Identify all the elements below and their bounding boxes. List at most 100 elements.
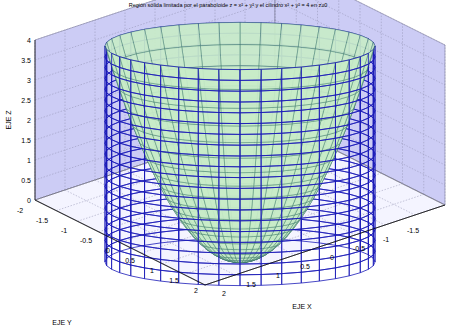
paraboloid-patch — [182, 46, 203, 68]
cylinder-patch — [282, 240, 302, 252]
grid-line — [78, 141, 318, 221]
grid-line — [381, 13, 382, 173]
cylinder-patch — [179, 78, 199, 90]
cylinder-patch — [198, 176, 219, 188]
cylinder-patch — [179, 218, 199, 230]
cylinder-patch — [282, 186, 302, 198]
paraboloid-patch — [197, 171, 213, 185]
cylinder-patch — [349, 89, 360, 103]
cylinder-patch — [145, 63, 161, 76]
z-tick-label: 2 — [27, 117, 31, 124]
cylinder-patch — [120, 194, 131, 208]
cylinder-patch — [349, 154, 360, 168]
cylinder-patch — [282, 218, 302, 230]
paraboloid-patch — [224, 158, 240, 173]
cylinder-patch — [219, 231, 240, 242]
cylinder-patch — [261, 241, 282, 253]
cylinder-patch — [120, 132, 131, 146]
cylinder-patch — [219, 113, 240, 124]
cylinder-patch — [179, 121, 199, 133]
cylinder-patch — [349, 197, 360, 211]
cylinder-patch — [219, 80, 240, 91]
grid-line — [275, 120, 445, 205]
cylinder-patch — [219, 242, 240, 253]
y-tick-label: 0.5 — [125, 257, 135, 264]
cylinder-patch — [120, 68, 131, 82]
grid-line — [275, 80, 445, 165]
cylinder-patch — [349, 262, 360, 276]
paraboloid-patch — [240, 158, 256, 173]
paraboloid-patch — [255, 157, 272, 172]
paraboloid-patch — [240, 69, 261, 89]
cylinder-patch — [349, 205, 360, 219]
grid-line — [65, 30, 66, 190]
x-tick-label: -1 — [383, 236, 389, 243]
grid-line — [275, 100, 445, 185]
cylinder-patch — [120, 89, 131, 103]
cylinder-patch — [120, 216, 131, 230]
cylinder-patch — [282, 110, 302, 122]
cylinder-patch — [120, 154, 131, 168]
y-axis-line — [35, 200, 205, 285]
paraboloid-patch — [209, 157, 226, 172]
cylinder-patch — [282, 175, 302, 187]
paraboloid-patch — [259, 45, 280, 67]
cylinder-patch — [349, 208, 360, 222]
cylinder-patch — [120, 140, 131, 154]
cylinder-patch — [120, 151, 131, 165]
cylinder-patch — [349, 140, 360, 154]
cylinder-patch — [219, 275, 240, 286]
paraboloid-patch — [259, 88, 280, 108]
cylinder-patch — [179, 197, 199, 209]
cylinder-patch — [349, 251, 360, 265]
cylinder-patch — [179, 207, 199, 219]
cylinder-patch — [261, 252, 282, 264]
cylinder-patch — [120, 197, 131, 211]
cylinder-patch — [261, 79, 282, 91]
cylinder-patch — [120, 262, 131, 276]
axis-label: EJE X — [292, 303, 311, 310]
grid-line — [65, 190, 235, 275]
axis-label: EJE Y — [52, 319, 71, 326]
cylinder-patch — [219, 199, 240, 210]
cylinder-patch — [282, 78, 302, 90]
cylinder-patch — [282, 132, 302, 144]
cylinder-patch — [198, 220, 219, 232]
cylinder-patch — [240, 188, 261, 199]
cylinder-patch — [179, 99, 199, 111]
cylinder-patch — [261, 176, 282, 188]
cylinder-patch — [120, 57, 131, 71]
paraboloid-patch — [235, 254, 240, 258]
cylinder-patch — [261, 144, 282, 156]
grid-line — [141, 173, 381, 253]
cylinder-patch — [198, 155, 219, 167]
cylinder-patch — [240, 113, 261, 124]
cylinder-patch — [240, 210, 261, 221]
cylinder-patch — [179, 143, 199, 155]
paraboloid-patch — [252, 198, 265, 210]
cylinder-patch — [198, 112, 219, 124]
cylinder-patch — [219, 167, 240, 178]
cylinder-patch — [240, 102, 261, 113]
grid-line — [275, 120, 445, 205]
chart-title: Región sólida limitada por el paraboloid… — [129, 3, 328, 9]
y-tick-label: -1 — [61, 227, 67, 234]
paraboloid-patch — [240, 250, 246, 255]
x-tick-label: -0.5 — [353, 245, 365, 252]
z-axis-line — [35, 40, 36, 200]
cylinder-patch — [282, 197, 302, 209]
cylinder-patch — [219, 221, 240, 232]
cylinder-patch — [120, 230, 131, 244]
x-axis-line — [205, 205, 445, 285]
cylinder-patch — [198, 68, 219, 80]
y-tick-label: 2 — [194, 287, 198, 294]
paraboloid-patch — [213, 185, 227, 198]
cylinder-patch — [349, 129, 360, 143]
cylinder-patch — [240, 80, 261, 91]
cylinder-patch — [179, 240, 199, 252]
cylinder-patch — [282, 99, 302, 111]
cylinder-patch — [282, 272, 302, 284]
cylinder-patch — [120, 129, 131, 143]
cylinder-patch — [198, 101, 219, 113]
paraboloid-patch — [198, 68, 220, 89]
